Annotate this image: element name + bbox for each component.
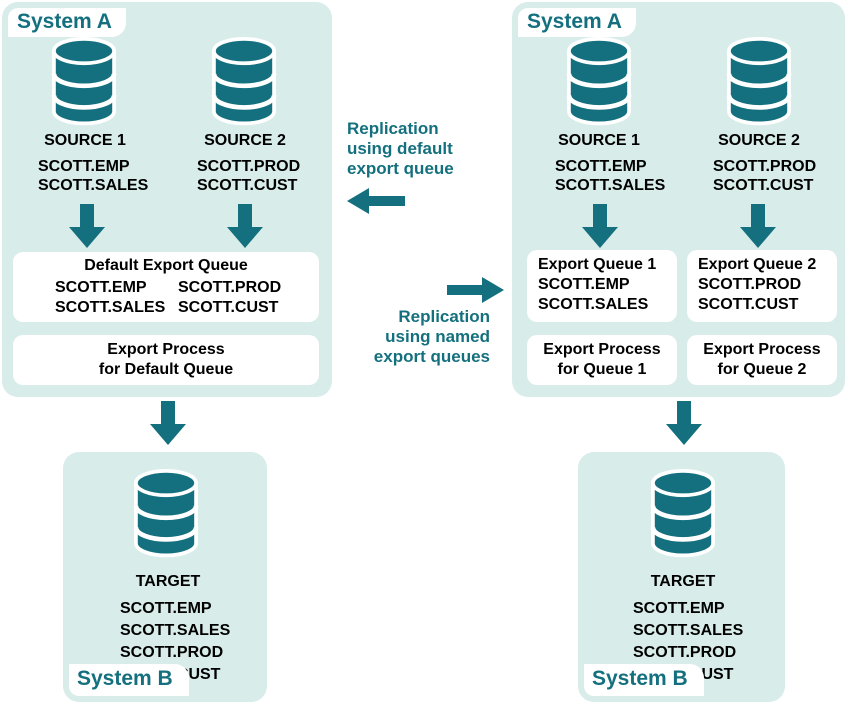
database-icon (46, 36, 122, 130)
system-b-panel-right: TARGET SCOTT.EMP SCOTT.SALES SCOTT.PROD … (578, 452, 785, 702)
arrow-down-icon (666, 401, 702, 445)
panel-title: System B (77, 667, 173, 690)
panel-title-tab: System A (518, 8, 636, 37)
system-a-panel-left: System A SOURCE 1 SOURCE 2 SCOTT.EMP SCO… (2, 2, 332, 397)
source2-label: SOURCE 2 (718, 132, 800, 149)
panel-title: System A (527, 9, 622, 33)
arrow-down-icon (69, 204, 105, 248)
target-label: TARGET (650, 573, 716, 590)
default-export-queue-box: Default Export Queue SCOTT.EMP SCOTT.SAL… (13, 252, 319, 322)
source1-tables: SCOTT.EMP SCOTT.SALES (555, 158, 666, 194)
panel-title-tab: System B (69, 664, 189, 696)
replication-named-label: Replication using named export queues (373, 307, 490, 366)
source2-label: SOURCE 2 (204, 132, 286, 149)
arrow-down-icon (582, 204, 618, 248)
queue-column-2: SCOTT.PROD SCOTT.CUST (178, 279, 282, 316)
export-process-2-box: Export Process for Queue 2 (687, 335, 837, 385)
panel-title-tab: System B (584, 664, 704, 696)
arrow-down-icon (227, 204, 263, 248)
database-icon (721, 36, 797, 130)
panel-title: System A (17, 9, 112, 33)
source1-tables: SCOTT.EMP SCOTT.SALES (38, 158, 149, 194)
database-icon (206, 36, 282, 130)
export-queue-2-box: Export Queue 2 SCOTT.PROD SCOTT.CUST (687, 250, 837, 322)
arrow-down-icon (740, 204, 776, 248)
queue-title: Default Export Queue (84, 257, 248, 274)
arrow-right-icon (447, 277, 504, 303)
arrow-down-icon (150, 401, 186, 445)
target-label: TARGET (135, 573, 201, 590)
panel-title: System B (592, 667, 688, 690)
arrow-left-icon (347, 188, 405, 214)
database-icon (645, 468, 721, 562)
source2-tables: SCOTT.PROD SCOTT.CUST (197, 158, 301, 194)
queue-column-1: SCOTT.EMP SCOTT.SALES (55, 279, 166, 316)
system-b-panel-left: TARGET SCOTT.EMP SCOTT.SALES SCOTT.PROD … (63, 452, 267, 702)
source2-tables: SCOTT.PROD SCOTT.CUST (713, 158, 817, 194)
source1-label: SOURCE 1 (44, 132, 126, 149)
export-process-1-box: Export Process for Queue 1 (527, 335, 677, 385)
system-a-panel-right: System A SOURCE 1 SOURCE 2 SCOTT.EMP SCO… (512, 2, 845, 397)
replication-default-label: Replication using default export queue (347, 119, 454, 178)
source1-label: SOURCE 1 (558, 132, 640, 149)
database-icon (128, 468, 204, 562)
export-queue-1-box: Export Queue 1 SCOTT.EMP SCOTT.SALES (527, 250, 677, 322)
database-icon (561, 36, 637, 130)
export-process-box: Export Process for Default Queue (13, 335, 319, 385)
panel-title-tab: System A (8, 8, 126, 37)
